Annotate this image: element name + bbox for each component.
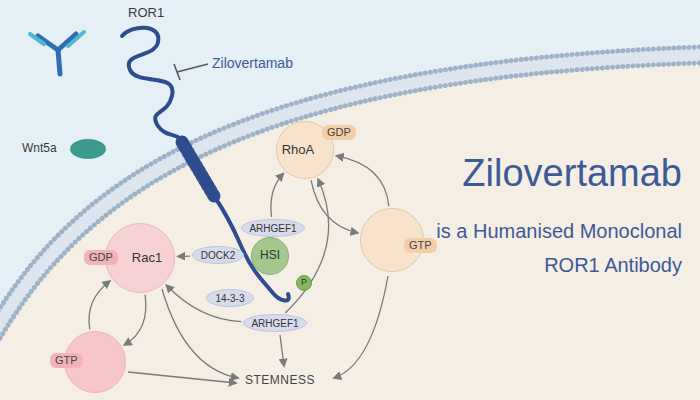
nucleotide-tag: GTP: [404, 238, 437, 253]
antibody: [30, 32, 84, 74]
molecule-circle: GTP: [360, 208, 424, 272]
protein-ellipse: 14-3-3: [206, 289, 254, 307]
node-label: P: [301, 278, 307, 288]
signal-arrow: [271, 173, 283, 217]
molecule-circle: HSI: [251, 237, 289, 275]
signal-arrow: [89, 281, 110, 329]
nucleotide-tag: GDP: [84, 250, 118, 265]
node-label: DOCK2: [201, 250, 235, 261]
signal-arrow: [311, 180, 358, 232]
nucleotide-tag: GDP: [322, 125, 356, 140]
inhibition-line: [174, 64, 208, 80]
node-label: Rac1: [132, 251, 162, 265]
drug-name: Zilovertamab: [212, 55, 293, 71]
node-label: 14-3-3: [216, 293, 245, 304]
protein-ellipse: ARHGEF1: [241, 219, 305, 237]
signal-arrow: [178, 255, 190, 257]
node-label: RhoA: [282, 143, 315, 157]
nucleotide-tag: GTP: [50, 353, 83, 368]
signal-arrow: [124, 295, 145, 345]
node-label: ARHGEF1: [251, 318, 298, 329]
signal-arrow: [285, 179, 328, 313]
signal-arrow: [336, 156, 388, 206]
molecule-circle: GTP: [64, 331, 126, 393]
caption: is a Humanised Monoclonal ROR1 Antibody: [412, 214, 682, 282]
receptor-name: ROR1: [128, 5, 164, 20]
membrane-outer-heads: [0, 47, 700, 333]
ligand-name: Wnt5a: [22, 141, 57, 155]
node-label: ARHGEF1: [249, 223, 296, 234]
membrane-inner-heads: [0, 63, 700, 347]
protein-ellipse: DOCK2: [192, 246, 244, 264]
title: Zilovertamab: [462, 152, 682, 195]
node-label: HSI: [260, 249, 280, 262]
membrane: [0, 55, 700, 340]
wnt5a-ligand: [70, 139, 106, 159]
molecule-circle: Rac1GDP: [105, 223, 175, 293]
molecule-circle: RhoAGDP: [276, 121, 334, 179]
outcome-label: STEMNESS: [245, 373, 315, 387]
molecule-circle: P: [296, 275, 312, 291]
stemness-arrows: [128, 276, 388, 383]
cytoplasm: [0, 55, 700, 400]
protein-ellipse: ARHGEF1: [243, 314, 307, 332]
